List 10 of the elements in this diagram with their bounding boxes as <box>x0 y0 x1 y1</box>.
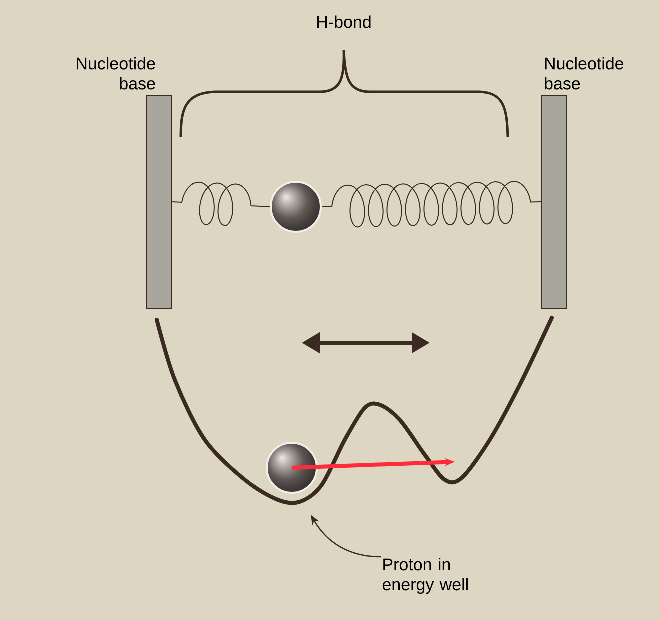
nucleotide-base-bar: Nucleotide base <box>541 57 624 309</box>
callout-text: Proton in energy well <box>382 558 468 594</box>
label: H-bond <box>318 16 371 28</box>
proton-ball <box>270 181 322 233</box>
proton-ball <box>266 442 318 494</box>
node-label: Nucleotide base <box>545 57 624 90</box>
spring <box>322 181 542 228</box>
node-label: Nucleotide base <box>77 57 156 90</box>
spring <box>172 182 270 226</box>
nucleotide-base-bar: Nucleotide base <box>77 57 172 309</box>
